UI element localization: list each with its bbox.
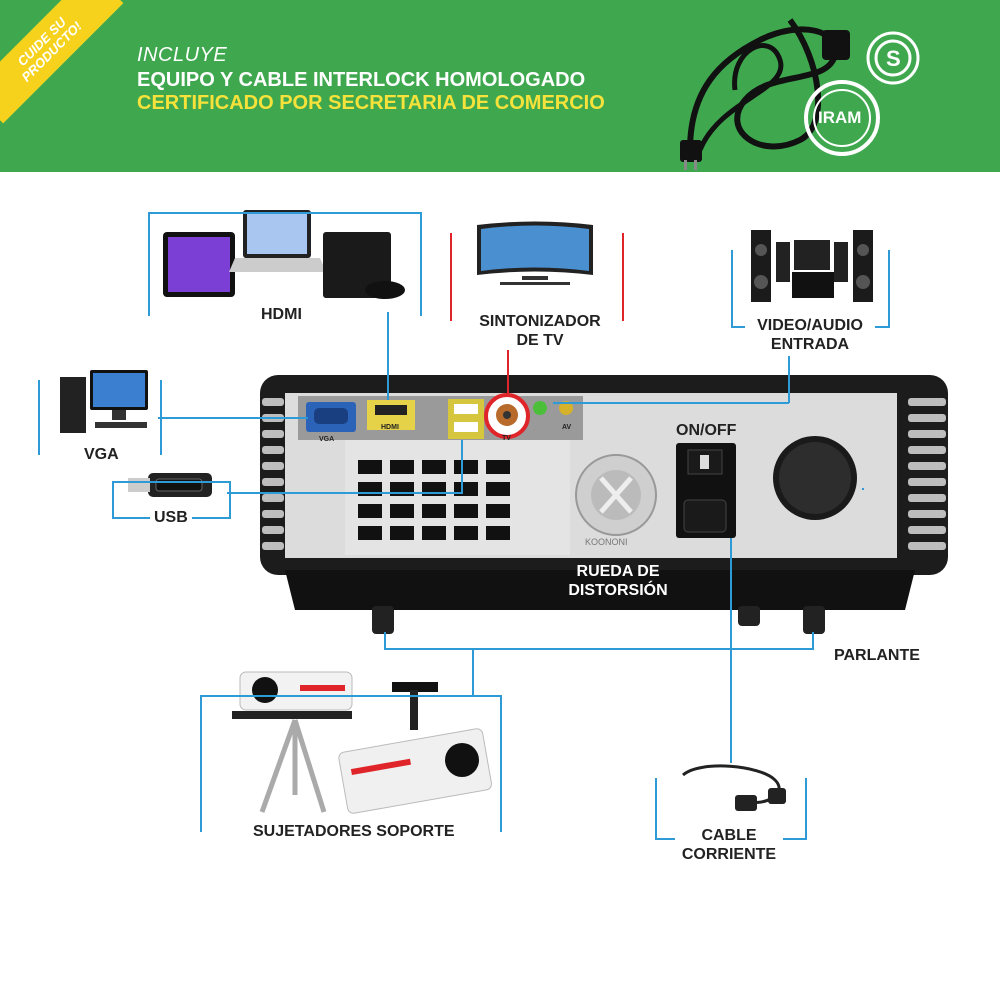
hdmi-connector-line [387,312,389,400]
tuner-label-line2: DE TV [516,332,564,349]
vga-port [306,402,356,432]
cable-connector-line [730,538,732,763]
av-connector-vline [788,356,790,403]
av-port-label: AV [562,424,572,431]
includes-label: INCLUYE [137,44,228,66]
banner-line1: EQUIPO Y CABLE INTERLOCK HOMOLOGADO [137,69,586,91]
speaker-grille [773,436,857,520]
mount-connector-right [812,632,814,650]
wheel-label-line2: DISTORSIÓN [568,582,668,599]
tripod-mount-icon [232,671,353,813]
vga-label: VGA [80,445,123,464]
mount-connector-left [384,632,386,650]
speaker-dot [862,488,864,490]
promo-banner: CUIDE SU PRODUCTO! INCLUYE EQUIPO Y CABL… [0,0,1000,172]
game-console-icon [323,232,405,299]
wheel-label: RUEDA DE DISTORSIÓN [565,562,671,600]
vga-port-label: VGA [319,436,335,443]
tuner-bracket [450,233,624,321]
brand-label: KOONONI [585,537,628,547]
cable-label: CABLE CORRIENTE [675,826,783,864]
power-cord-icon [680,18,850,170]
banner-text: INCLUYE EQUIPO Y CABLE INTERLOCK HOMOLOG… [137,44,605,115]
usb-connector-hline [227,492,463,494]
iram-seal-label: IRAM [818,108,862,127]
usb-ports [448,399,484,439]
laptop-icon [229,210,326,272]
certification-seals: S [804,31,920,156]
av-label: VIDEO/AUDIO ENTRADA [745,316,875,354]
usb-label: USB [150,508,192,527]
tv-icon [477,221,593,285]
speaker-system-icon [751,230,873,302]
hdmi-label: HDMI [255,305,308,324]
desktop-pc-icon [60,370,148,433]
cable-label-line2: CORRIENTE [681,846,777,863]
onoff-label: ON/OFF [676,422,737,439]
av-label-line2: ENTRADA [770,336,850,353]
av-label-line1: VIDEO/AUDIO [757,317,863,334]
banner-line2: CERTIFICADO POR SECRETARIA DE COMERCIO [137,92,605,114]
hdmi-port [367,400,415,430]
mount-connector-drop [472,648,474,696]
av-connector-hline [553,402,789,404]
tuner-label-line1: SINTONIZADOR [479,313,601,330]
vga-bracket [38,380,162,455]
tv-port [484,393,530,439]
tuner-connector-line [507,348,509,396]
power-switch [676,443,736,538]
wheel-label-line1: RUEDA DE [576,563,660,580]
mounts-bracket [200,695,502,832]
ceiling-mount-icon [338,682,492,814]
speaker-label: PARLANTE [834,647,920,664]
usb-connector-vline [461,440,463,494]
tablet-icon [163,232,235,297]
av-ports [533,401,573,415]
hdmi-port-label: HDMI [381,424,399,431]
tv-port-label: TV [502,435,511,442]
tuner-label: SINTONIZADOR DE TV [470,312,610,350]
svg-text:S: S [886,46,901,71]
cable-label-line1: CABLE [701,827,757,844]
distortion-wheel [575,454,657,536]
vga-connector-line [158,417,308,419]
mount-connector-hline [384,648,814,650]
hdmi-bracket [148,212,422,316]
power-cable-icon [682,764,786,811]
mounts-label: SUJETADORES SOPORTE [248,822,460,841]
